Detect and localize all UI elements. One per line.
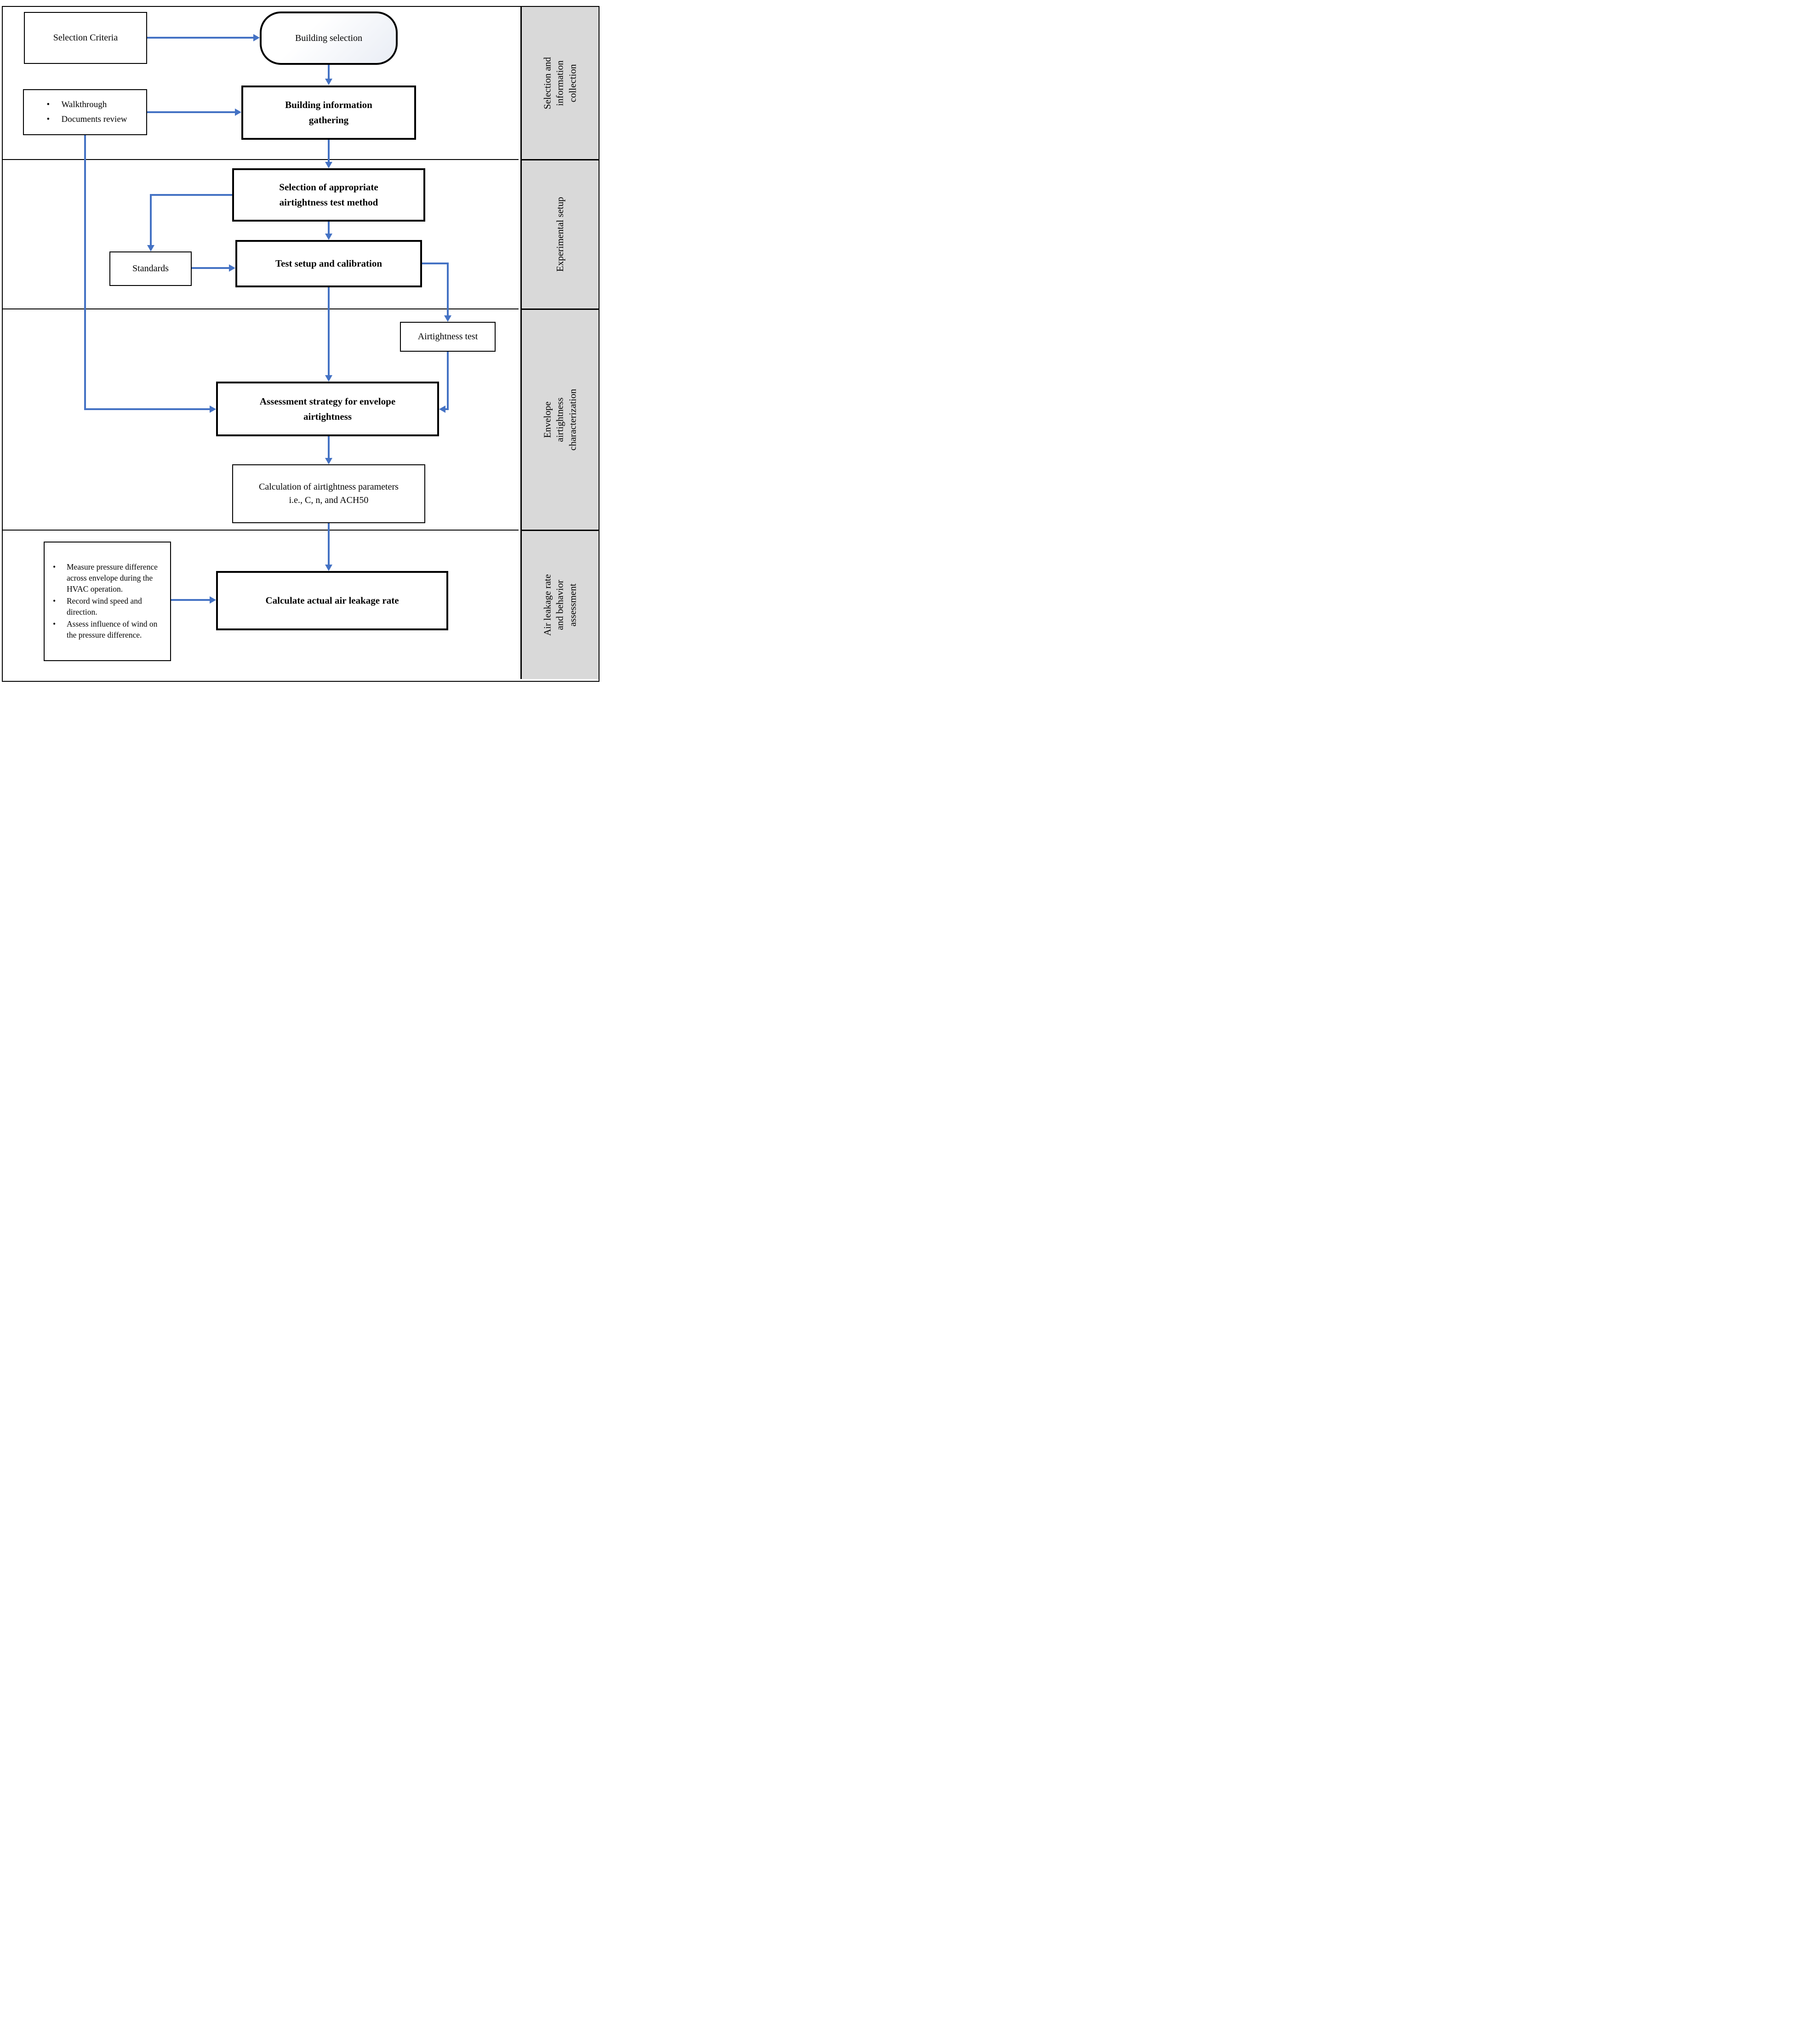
section-divider-1: [3, 159, 519, 160]
arrow-method-to-standards-head: [147, 245, 154, 251]
node-building-information-gathering-label: Building information gathering: [285, 99, 372, 126]
arrow-setup-to-airtest-head: [444, 315, 451, 322]
node-standards: Standards: [109, 251, 192, 286]
arrow-calculation-to-leakage-line: [328, 523, 330, 565]
sidebar-section-label: Selection and information collection: [542, 57, 578, 109]
sidebar-section-selection-collection: Selection and information collection: [522, 7, 599, 159]
arrow-standards-to-setup-head: [229, 264, 235, 272]
sidebar-section-envelope-characterization: Envelope airtightness characterization: [522, 308, 599, 530]
arrow-inputs-to-assessment-head: [210, 405, 216, 413]
node-test-method-selection: Selection of appropriate airtightness te…: [232, 168, 425, 222]
arrow-selection-to-gathering-head: [325, 79, 332, 85]
node-measurement-notes: Measure pressure difference across envel…: [44, 542, 171, 661]
node-test-setup-label: Test setup and calibration: [275, 258, 382, 269]
arrow-inputs-to-assessment-hline: [84, 408, 210, 410]
list-item: Walkthrough: [45, 97, 127, 113]
arrow-setup-to-assessment-head: [325, 375, 332, 382]
list-item: Record wind speed and direction.: [51, 595, 167, 617]
flowchart-canvas: Selection Criteria Building selection Wa…: [2, 6, 599, 682]
arrow-method-to-setup-head: [325, 234, 332, 240]
arrow-inputs-to-gathering-head: [235, 108, 241, 116]
arrow-assessment-to-calculation-head: [325, 458, 332, 464]
arrow-airtest-to-assessment-hline: [445, 408, 449, 410]
sidebar-section-air-leakage-assessment: Air leakage rate and behavior assessment: [522, 530, 599, 679]
arrow-criteria-to-selection-head: [253, 34, 260, 41]
node-airtightness-test-label: Airtightness test: [417, 331, 478, 342]
node-building-selection-label: Building selection: [295, 33, 363, 43]
arrow-setup-to-airtest-vline: [447, 263, 449, 315]
arrow-notes-to-leakage-line: [171, 599, 210, 601]
node-building-information-gathering: Building information gathering: [241, 86, 416, 140]
node-parameter-calculation-label: Calculation of airtightness parameters i…: [259, 482, 399, 505]
node-test-method-selection-label: Selection of appropriate airtightness te…: [279, 182, 378, 208]
node-airtightness-test: Airtightness test: [400, 322, 496, 352]
inputs-top-list: Walkthrough Documents review: [40, 97, 130, 127]
list-item: Assess influence of wind on the pressure…: [51, 618, 167, 640]
arrow-method-to-standards-vline: [150, 194, 152, 245]
stage-sidebar: Selection and information collection Exp…: [520, 7, 599, 679]
arrow-method-to-standards-hline: [150, 194, 232, 196]
sidebar-section-label: Experimental setup: [554, 197, 565, 272]
node-selection-criteria: Selection Criteria: [24, 12, 147, 64]
list-item: Measure pressure difference across envel…: [51, 561, 167, 594]
arrow-method-to-setup-line: [328, 222, 330, 234]
arrow-selection-to-gathering-line: [328, 65, 330, 79]
node-actual-air-leakage-label: Calculate actual air leakage rate: [265, 595, 399, 606]
arrow-assessment-to-calculation-line: [328, 436, 330, 458]
arrow-notes-to-leakage-head: [210, 596, 216, 604]
arrow-setup-to-assessment-line: [328, 287, 330, 375]
arrow-calculation-to-leakage-head: [325, 565, 332, 571]
sidebar-label-wrap: Air leakage rate and behavior assessment: [522, 531, 599, 679]
sidebar-section-label: Envelope airtightness characterization: [542, 388, 578, 451]
node-standards-label: Standards: [132, 263, 169, 274]
sidebar-label-wrap: Envelope airtightness characterization: [522, 310, 599, 530]
sidebar-label-wrap: Selection and information collection: [522, 7, 599, 159]
node-test-setup: Test setup and calibration: [235, 240, 422, 287]
arrow-setup-to-airtest-hline: [422, 263, 449, 264]
node-building-selection: Building selection: [260, 11, 398, 65]
sidebar-section-experimental-setup: Experimental setup: [522, 159, 599, 308]
arrow-airtest-to-assessment-head: [439, 405, 445, 413]
section-divider-3: [3, 530, 519, 531]
node-assessment-strategy-label: Assessment strategy for envelope airtigh…: [259, 395, 396, 422]
arrow-gathering-to-method-head: [325, 162, 332, 168]
node-parameter-calculation: Calculation of airtightness parameters i…: [232, 464, 425, 523]
node-assessment-strategy: Assessment strategy for envelope airtigh…: [216, 382, 439, 436]
arrow-inputs-to-assessment-vline: [84, 135, 86, 410]
arrow-gathering-to-method-line: [328, 140, 330, 162]
node-actual-air-leakage: Calculate actual air leakage rate: [216, 571, 448, 630]
arrow-criteria-to-selection-line: [147, 37, 253, 39]
sidebar-label-wrap: Experimental setup: [522, 160, 599, 308]
sidebar-section-label: Air leakage rate and behavior assessment: [542, 574, 578, 636]
arrow-airtest-to-assessment-vline: [447, 352, 449, 410]
arrow-inputs-to-gathering-line: [147, 111, 235, 113]
node-inputs-top: Walkthrough Documents review: [23, 89, 147, 135]
section-divider-2: [3, 308, 519, 309]
list-item: Documents review: [45, 112, 127, 127]
node-selection-criteria-label: Selection Criteria: [53, 33, 118, 43]
measurement-notes-list: Measure pressure difference across envel…: [45, 561, 170, 642]
arrow-standards-to-setup-line: [192, 267, 229, 269]
